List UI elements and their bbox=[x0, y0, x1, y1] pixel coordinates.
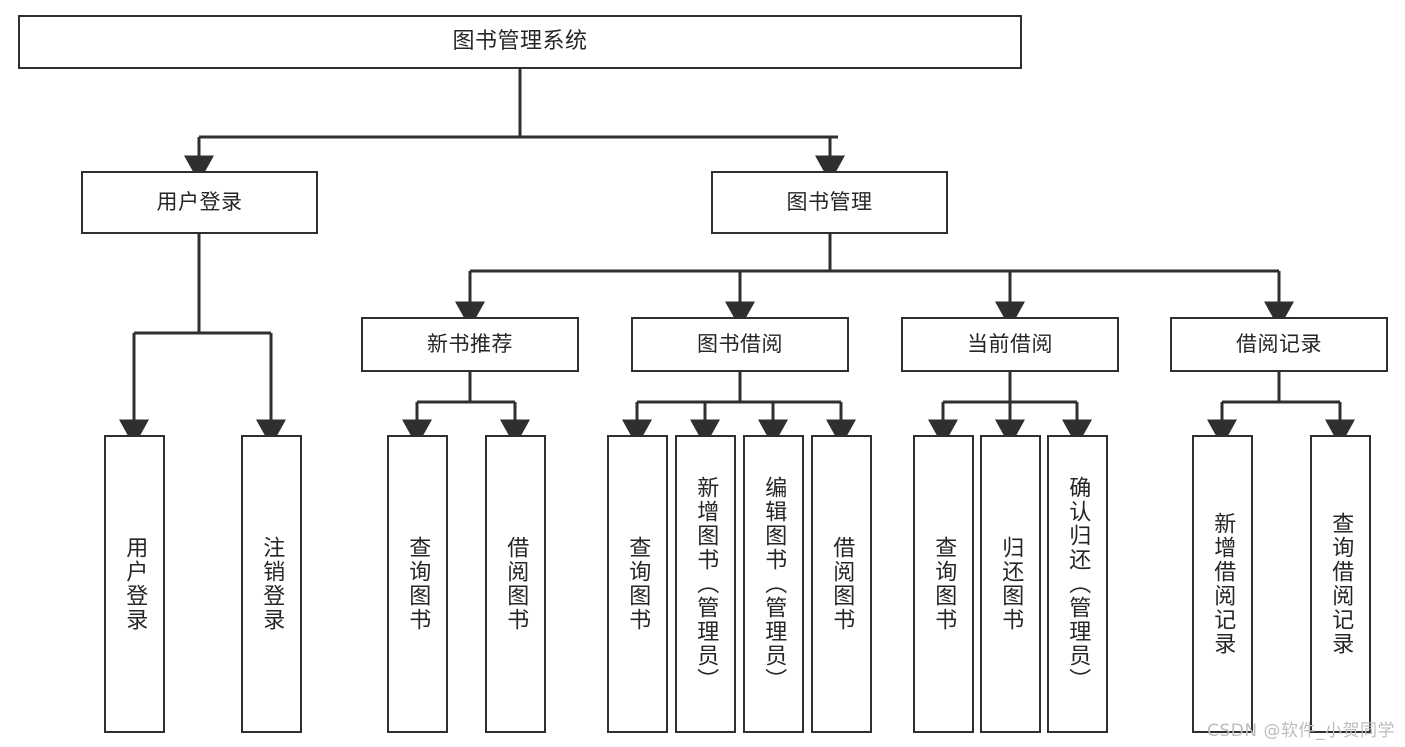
node-book-manage[interactable]: 图书管理 bbox=[711, 171, 948, 234]
csdn-watermark: CSDN @软件_小贺同学 bbox=[1207, 721, 1395, 741]
node-new-book-recommend[interactable]: 新书推荐 bbox=[361, 317, 579, 372]
node-label: 确认归还（管理员） bbox=[1065, 476, 1091, 692]
leaf-return-book[interactable]: 归还图书 bbox=[980, 435, 1041, 733]
node-current-borrow[interactable]: 当前借阅 bbox=[901, 317, 1119, 372]
node-label: 借阅图书 bbox=[503, 536, 529, 632]
node-root-system[interactable]: 图书管理系统 bbox=[18, 15, 1022, 69]
node-label: 查询借阅记录 bbox=[1328, 512, 1354, 656]
leaf-borrow-book-recommend[interactable]: 借阅图书 bbox=[485, 435, 546, 733]
node-label: 注销登录 bbox=[259, 536, 285, 632]
node-label: 查询图书 bbox=[625, 536, 651, 632]
node-label: 编辑图书（管理员） bbox=[761, 476, 787, 692]
node-book-borrow[interactable]: 图书借阅 bbox=[631, 317, 849, 372]
node-label: 当前借阅 bbox=[967, 332, 1053, 357]
node-label: 查询图书 bbox=[405, 536, 431, 632]
node-borrow-record[interactable]: 借阅记录 bbox=[1170, 317, 1388, 372]
node-label: 查询图书 bbox=[931, 536, 957, 632]
node-label: 新增借阅记录 bbox=[1210, 512, 1236, 656]
leaf-query-book-recommend[interactable]: 查询图书 bbox=[387, 435, 448, 733]
node-label: 借阅记录 bbox=[1236, 332, 1322, 357]
node-label: 图书借阅 bbox=[697, 332, 783, 357]
leaf-user-login[interactable]: 用户登录 bbox=[104, 435, 165, 733]
leaf-borrow-book[interactable]: 借阅图书 bbox=[811, 435, 872, 733]
leaf-query-book-current[interactable]: 查询图书 bbox=[913, 435, 974, 733]
node-label: 新增图书（管理员） bbox=[693, 476, 719, 692]
leaf-query-borrow-record[interactable]: 查询借阅记录 bbox=[1310, 435, 1371, 733]
node-label: 新书推荐 bbox=[427, 332, 513, 357]
leaf-confirm-return-admin[interactable]: 确认归还（管理员） bbox=[1047, 435, 1108, 733]
leaf-query-book-borrow[interactable]: 查询图书 bbox=[607, 435, 668, 733]
node-label: 借阅图书 bbox=[829, 536, 855, 632]
node-label: 图书管理系统 bbox=[452, 29, 588, 55]
node-label: 图书管理 bbox=[786, 190, 873, 215]
leaf-add-book-admin[interactable]: 新增图书（管理员） bbox=[675, 435, 736, 733]
node-label: 用户登录 bbox=[156, 190, 243, 215]
leaf-add-borrow-record[interactable]: 新增借阅记录 bbox=[1192, 435, 1253, 733]
node-label: 用户登录 bbox=[122, 536, 148, 632]
leaf-user-logout[interactable]: 注销登录 bbox=[241, 435, 302, 733]
node-label: 归还图书 bbox=[998, 536, 1024, 632]
node-user-login[interactable]: 用户登录 bbox=[81, 171, 318, 234]
leaf-edit-book-admin[interactable]: 编辑图书（管理员） bbox=[743, 435, 804, 733]
